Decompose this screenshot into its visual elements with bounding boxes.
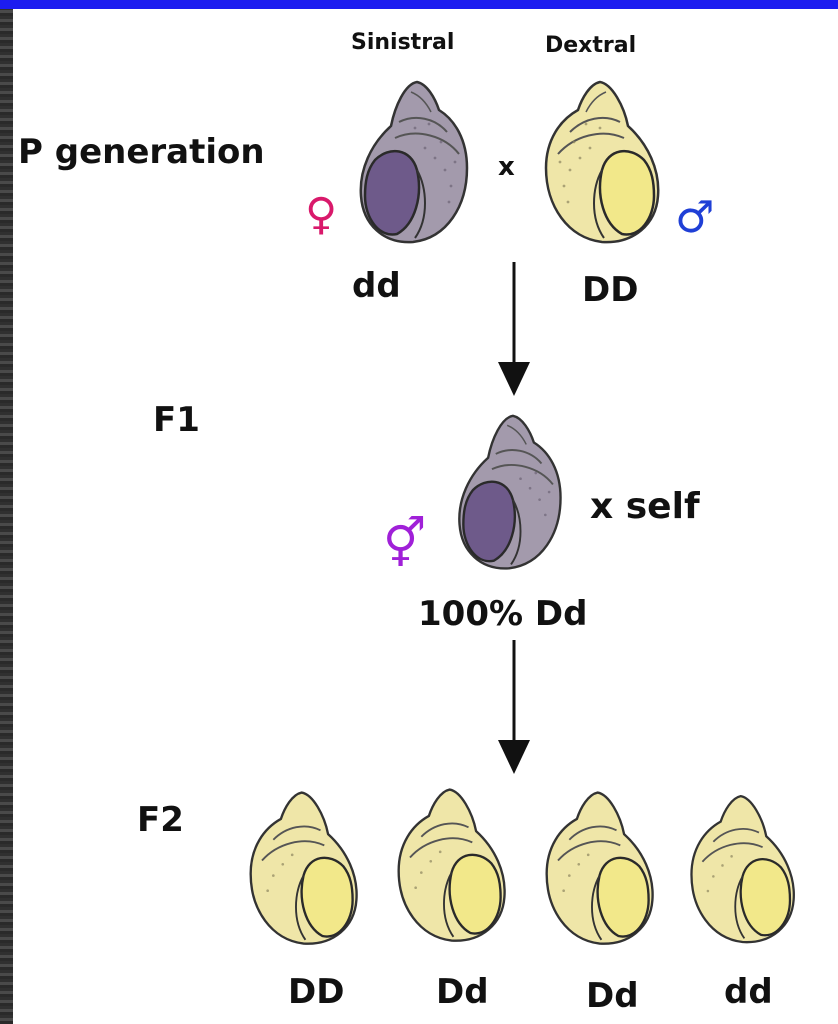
dextral-label: Dextral <box>545 33 636 58</box>
window-frame-edge <box>0 0 13 1024</box>
f1-genotype: 100% Dd <box>418 594 587 634</box>
f2-snail-1 <box>245 785 363 953</box>
f2-genotype-4: dd <box>724 972 773 1012</box>
sinistral-label: Sinistral <box>351 30 454 55</box>
f2-genotype-3: Dd <box>586 976 639 1016</box>
f2-genotype-2: Dd <box>436 972 489 1012</box>
p-female-genotype: dd <box>352 266 401 306</box>
f1-snail <box>452 412 570 574</box>
cross-symbol: x <box>498 152 515 182</box>
female-symbol: ♀ <box>305 193 337 237</box>
sinistral-snail-female <box>355 78 475 248</box>
self-cross-label: x self <box>590 486 700 527</box>
arrow-f1-to-f2 <box>492 640 536 776</box>
dextral-snail-male <box>540 78 665 248</box>
p-male-genotype: DD <box>582 270 638 310</box>
f2-snail-3 <box>541 784 659 954</box>
male-symbol: ♂ <box>675 196 714 240</box>
title-bar-strip <box>0 0 838 9</box>
f2-genotype-1: DD <box>288 972 344 1012</box>
f2-snail-4 <box>686 788 800 952</box>
f1-label: F1 <box>153 400 200 440</box>
f2-snail-2 <box>393 780 511 952</box>
p-generation-label: P generation <box>18 132 265 172</box>
arrow-p-to-f1 <box>492 262 536 398</box>
hermaphrodite-symbol: ⚥ <box>383 520 426 568</box>
f2-label: F2 <box>137 800 184 840</box>
